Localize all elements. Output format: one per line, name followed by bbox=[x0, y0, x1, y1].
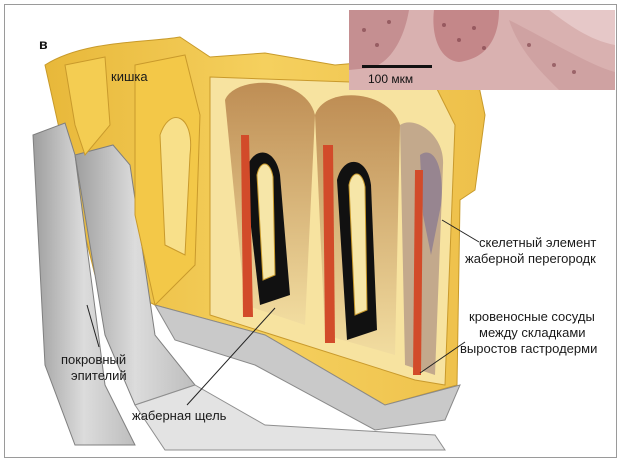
label-skeletal-element-1: скелетный элемент bbox=[479, 235, 596, 250]
front-rim-inner bbox=[160, 118, 191, 255]
panel-letter: в bbox=[39, 36, 48, 52]
label-epithelium-1: покровный bbox=[61, 352, 126, 367]
label-gill-slit: жаберная щель bbox=[132, 408, 226, 423]
label-vessels-1: кровеносные сосуды bbox=[469, 309, 595, 324]
scale-bar-label: 100 мкм bbox=[368, 72, 413, 86]
label-gut: кишка bbox=[111, 69, 148, 84]
figure-frame: 100 мкм в кишка скелетный элемент жаберн… bbox=[4, 4, 617, 458]
label-epithelium-2: эпителий bbox=[71, 368, 127, 383]
label-skeletal-element-2: жаберной перегородк bbox=[465, 251, 596, 266]
label-vessels-2: между складками bbox=[479, 325, 586, 340]
label-vessels-3: выростов гастродерми bbox=[460, 341, 597, 356]
